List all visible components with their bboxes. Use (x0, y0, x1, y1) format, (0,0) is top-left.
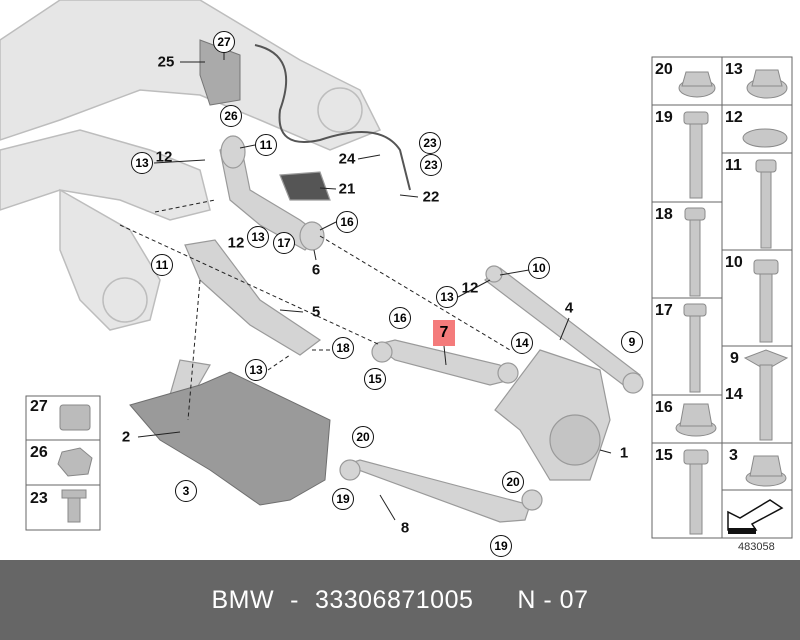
right-panel-14[interactable]: 14 (725, 386, 743, 403)
callout-16b[interactable]: 16 (389, 307, 411, 329)
right-panel-16[interactable]: 16 (655, 399, 673, 416)
callout-23b[interactable]: 23 (420, 154, 442, 176)
callout-24[interactable]: 24 (338, 150, 356, 168)
callout-6[interactable]: 6 (311, 261, 321, 279)
callout-3[interactable]: 3 (175, 480, 197, 502)
callout-10[interactable]: 10 (528, 257, 550, 279)
callout-12c[interactable]: 12 (461, 279, 479, 297)
parts-diagram: 27 25 26 11 13 12 23 23 24 21 22 16 17 1… (0, 0, 793, 557)
right-panel-13[interactable]: 13 (725, 61, 743, 78)
callout-22[interactable]: 22 (422, 188, 440, 206)
callout-13[interactable]: 13 (131, 152, 153, 174)
callout-12b[interactable]: 12 (227, 234, 245, 252)
right-panel-20[interactable]: 20 (655, 61, 673, 78)
diagram-code: 483058 (738, 541, 775, 553)
left-panel-26[interactable]: 26 (30, 444, 48, 461)
callout-23[interactable]: 23 (419, 132, 441, 154)
footer-bar: BMW - 33306871005 N - 07 (0, 560, 800, 640)
position-label: N - 07 (517, 585, 589, 614)
right-panel-9[interactable]: 9 (730, 350, 739, 367)
callout-13d[interactable]: 13 (245, 359, 267, 381)
callout-1[interactable]: 1 (619, 444, 629, 462)
right-panel-10[interactable]: 10 (725, 254, 743, 271)
callout-26[interactable]: 26 (220, 105, 242, 127)
brand-label: BMW (211, 585, 275, 614)
callout-20b[interactable]: 20 (502, 471, 524, 493)
left-panel-27[interactable]: 27 (30, 398, 48, 415)
right-panel-12[interactable]: 12 (725, 109, 743, 126)
callout-14[interactable]: 14 (511, 332, 533, 354)
callout-11[interactable]: 11 (255, 134, 277, 156)
callout-13b[interactable]: 13 (247, 226, 269, 248)
callout-25[interactable]: 25 (157, 53, 175, 71)
callout-27[interactable]: 27 (213, 31, 235, 53)
callout-15[interactable]: 15 (364, 368, 386, 390)
right-panel-17[interactable]: 17 (655, 302, 673, 319)
right-panel-19[interactable]: 19 (655, 109, 673, 126)
callout-7-highlighted[interactable]: 7 (433, 320, 455, 346)
right-panel-15[interactable]: 15 (655, 447, 673, 464)
part-number: 33306871005 (314, 585, 474, 614)
separator: - (290, 585, 299, 614)
callout-18[interactable]: 18 (332, 337, 354, 359)
left-panel-23[interactable]: 23 (30, 490, 48, 507)
callout-12[interactable]: 12 (155, 148, 173, 166)
callout-17[interactable]: 17 (273, 232, 295, 254)
callout-13c[interactable]: 13 (436, 286, 458, 308)
callout-19b[interactable]: 19 (490, 535, 512, 557)
callout-9[interactable]: 9 (621, 331, 643, 353)
callout-5[interactable]: 5 (311, 303, 321, 321)
right-panel-11[interactable]: 11 (725, 157, 742, 174)
right-panel-18[interactable]: 18 (655, 206, 673, 223)
right-panel-3[interactable]: 3 (729, 447, 738, 464)
callout-16[interactable]: 16 (336, 211, 358, 233)
parts-illustration (0, 0, 793, 539)
callout-19[interactable]: 19 (332, 488, 354, 510)
callout-8[interactable]: 8 (400, 519, 410, 537)
callout-4[interactable]: 4 (564, 299, 574, 317)
callout-21[interactable]: 21 (338, 180, 356, 198)
callout-11b[interactable]: 11 (151, 254, 173, 276)
callout-20[interactable]: 20 (352, 426, 374, 448)
callout-2[interactable]: 2 (121, 428, 131, 446)
